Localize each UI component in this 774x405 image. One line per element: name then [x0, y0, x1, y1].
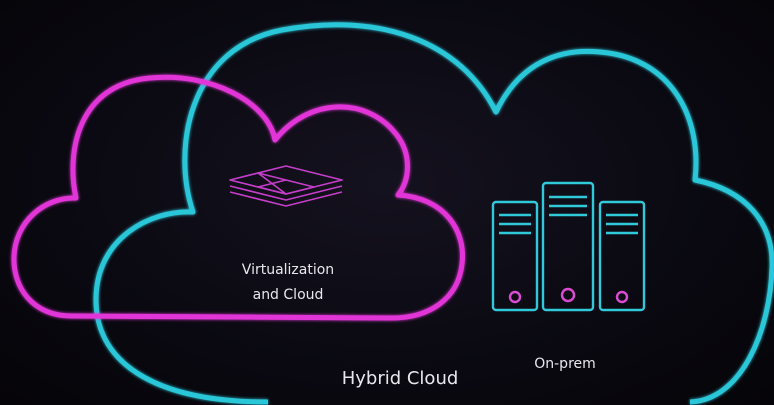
virtualization-label-line2: and Cloud [252, 287, 324, 303]
stack-layer-base [229, 191, 343, 207]
server-left [491, 200, 539, 312]
on-prem-label: On-prem [534, 356, 596, 372]
server-rack-icon [491, 181, 646, 312]
stack-layer-bottom [229, 185, 343, 201]
server-right [598, 200, 646, 312]
virtualization-cloud-outline-icon [11, 74, 465, 321]
hybrid-cloud-label: Hybrid Cloud [341, 368, 459, 389]
hybrid-cloud-outline-icon [93, 22, 774, 405]
server-middle [541, 181, 595, 312]
stack-layer-mid [257, 172, 315, 195]
layered-stack-icon [229, 165, 343, 207]
virtualization-label: Virtualization [241, 262, 335, 278]
